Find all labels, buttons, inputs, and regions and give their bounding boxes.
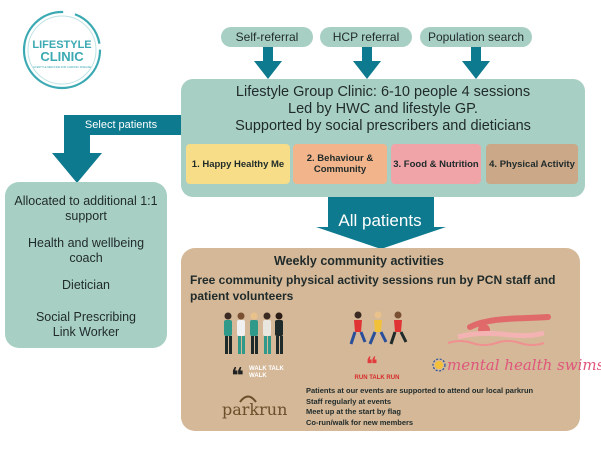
session-4-label: 4. Physical Activity [489,158,575,170]
mental-health-swims-label: mental health swims [447,356,601,374]
additional-support-box: Allocated to additional 1:1 support Heal… [5,182,167,348]
arrow-down-icon [254,47,282,79]
all-patients-label: All patients [338,211,422,230]
clinic-line-1: Lifestyle Group Clinic: 6-10 people 4 se… [235,84,531,100]
swimmer-illustration [447,314,551,346]
support-heading: Allocated to additional 1:1 support [14,194,158,223]
session-3-box: 3. Food & Nutrition [391,144,481,184]
run-talk-run-quote-icon: ❝ [366,354,378,376]
session-2-box: 2. Behaviour & Community [293,144,387,184]
weekly-title: Weekly community activities [274,254,444,268]
support-item-dietician: Dietician [62,278,110,292]
clinic-line-3: Supported by social prescribers and diet… [235,118,531,134]
select-patients-band [64,115,182,135]
arrow-down-icon [52,115,102,183]
mental-health-swims-sun-icon [432,358,446,372]
note-1: Patients at our events are supported to … [306,386,534,395]
runners-illustration [349,311,408,345]
weekly-subtitle: Free community physical activity session… [190,273,556,303]
session-1-box: 1. Happy Healthy Me [186,144,290,184]
hcp-referral-pill: HCP referral [320,27,412,47]
walk-talk-walk-label: WALK TALK WALK [249,366,284,379]
session-4-box: 4. Physical Activity [486,144,578,184]
support-item-splw: Social Prescribing Link Worker [35,310,137,339]
support-item-hwc: Health and wellbeing coach [27,236,145,265]
session-1-label: 1. Happy Healthy Me [191,158,285,170]
weekly-activities-box [181,248,580,431]
arrow-down-icon [462,47,490,79]
walk-talk-walk-quote-icon: ❝ [231,363,244,388]
clinic-line-2: Led by HWC and lifestyle GP. [288,101,478,117]
population-search-pill: Population search [420,27,532,47]
session-3-label: 3. Food & Nutrition [393,158,479,170]
parkrun-label: parkrun [222,400,288,419]
session-2-label: 2. Behaviour & Community [306,153,374,175]
self-referral-pill: Self-referral [221,27,313,47]
logo-line1: LIFESTYLE [32,39,91,51]
logo-tagline: LIFESTYLE MEDICINE FOR CHRONIC DISEASE [33,65,91,69]
parkrun-notes: Patients at our events are supported to … [306,386,576,428]
lifestyle-clinic-logo: LIFESTYLE CLINIC LIFESTYLE MEDICINE FOR … [20,8,104,92]
logo-line2: CLINIC [40,49,84,64]
select-patients-label: Select patients [84,119,158,131]
note-4: Co-run/walk for new members [306,417,414,427]
all-patients-arrow-icon [316,197,446,249]
note-3: Meet up at the start by flag [306,407,402,416]
note-2: Staff regularly at events [306,396,392,406]
arrow-down-icon [353,47,381,79]
parkrun-icon [239,395,257,403]
walkers-illustration [224,312,283,354]
run-talk-run-label: RUN TALK RUN [354,375,400,381]
